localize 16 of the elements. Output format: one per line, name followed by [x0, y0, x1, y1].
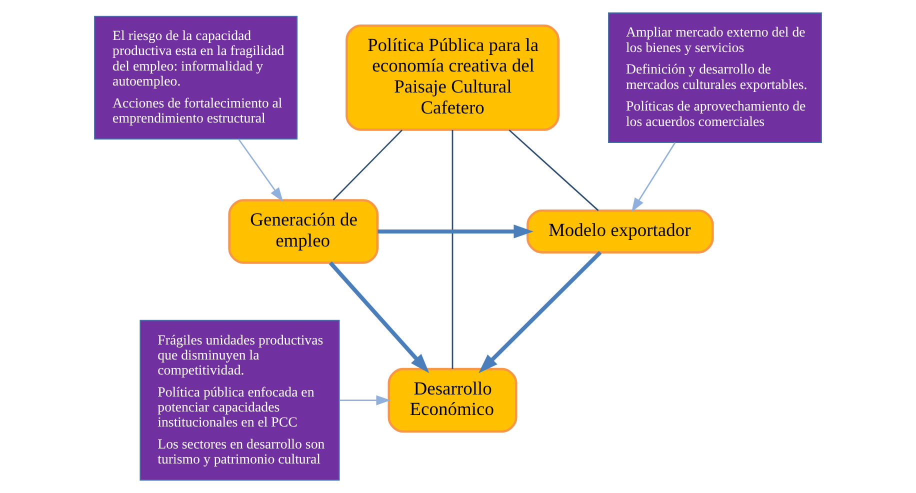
arrow	[238, 138, 284, 202]
node-box: El riesgo de la capacidad productiva esta en la fragilidad del empleo: informalidad y autoempleo. Acciones de fortalecimiento al emprendimiento estructural	[94, 16, 298, 140]
node-box: Política Pública para la economía creativa del Paisaje Cultural Cafetero	[346, 24, 560, 131]
arrow	[378, 224, 534, 238]
arrow	[328, 261, 430, 374]
node-box: Desarrollo Económico	[388, 368, 518, 433]
connector	[452, 130, 454, 369]
arrow	[631, 142, 676, 212]
node-box: Modelo exportador	[526, 210, 714, 254]
node-box: Ampliar mercado externo del de los bienes y servicios Definición y desarrollo de mercados culturales exportables. Políticas de aprovechamiento de los acuerdos comerciales	[608, 12, 822, 143]
arrow	[339, 395, 391, 406]
arrow	[478, 250, 602, 374]
node-box: Generación de empleo	[228, 199, 378, 264]
connector	[332, 130, 402, 200]
node-box: Frágiles unidades productivas que disminuyen la competitividad. Política pública enfocada en potenciar capacidades institucionales en el PCC Los sectores en desarrollo son turismo y patrimonio cultural	[140, 320, 340, 481]
connector	[508, 130, 599, 212]
